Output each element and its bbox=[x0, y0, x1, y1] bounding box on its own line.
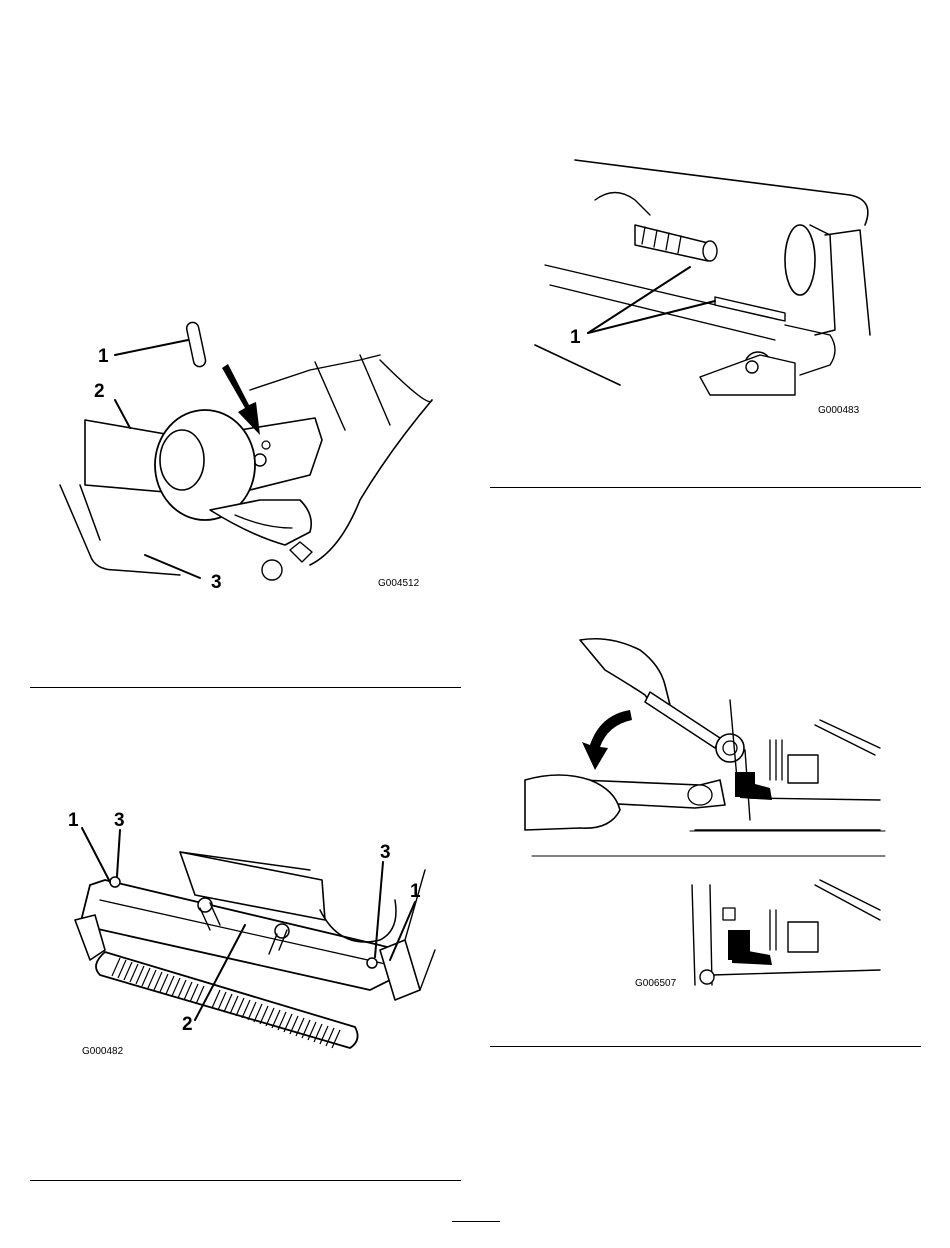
figure-pin-insertion: 1 2 3 G004512 bbox=[60, 300, 460, 600]
callout-3-right: 3 bbox=[380, 842, 391, 863]
wrenches-illustration: G006507 bbox=[520, 630, 900, 1000]
callout-1-left: 1 bbox=[68, 810, 79, 831]
page-number-rule bbox=[452, 1221, 500, 1222]
callout-3-left: 3 bbox=[114, 810, 125, 831]
section-divider bbox=[490, 487, 921, 488]
section-divider bbox=[30, 687, 461, 688]
callout-1: 1 bbox=[570, 327, 581, 348]
figure-bedbar: 1 3 3 1 2 G000482 bbox=[60, 800, 460, 1040]
callout-1: 1 bbox=[98, 346, 109, 367]
callout-1-right: 1 bbox=[410, 881, 421, 902]
pin-insertion-illustration: 1 2 3 G004512 bbox=[60, 300, 460, 600]
callout-2: 2 bbox=[94, 381, 105, 402]
figure-code: G004512 bbox=[378, 578, 420, 589]
section-divider bbox=[30, 1180, 461, 1181]
callout-2: 2 bbox=[182, 1014, 193, 1035]
figure-code: G000482 bbox=[82, 1046, 124, 1057]
figure-code: G000483 bbox=[818, 405, 860, 416]
figure-code: G006507 bbox=[635, 978, 677, 989]
section-divider bbox=[490, 1046, 921, 1047]
figure-roller-pins: 1 G000483 bbox=[530, 155, 890, 420]
roller-pins-illustration: 1 G000483 bbox=[530, 155, 890, 420]
bedbar-illustration: 1 3 3 1 2 G000482 bbox=[60, 800, 460, 1040]
callout-3: 3 bbox=[211, 572, 222, 593]
figure-wrenches: G006507 bbox=[520, 630, 900, 1000]
